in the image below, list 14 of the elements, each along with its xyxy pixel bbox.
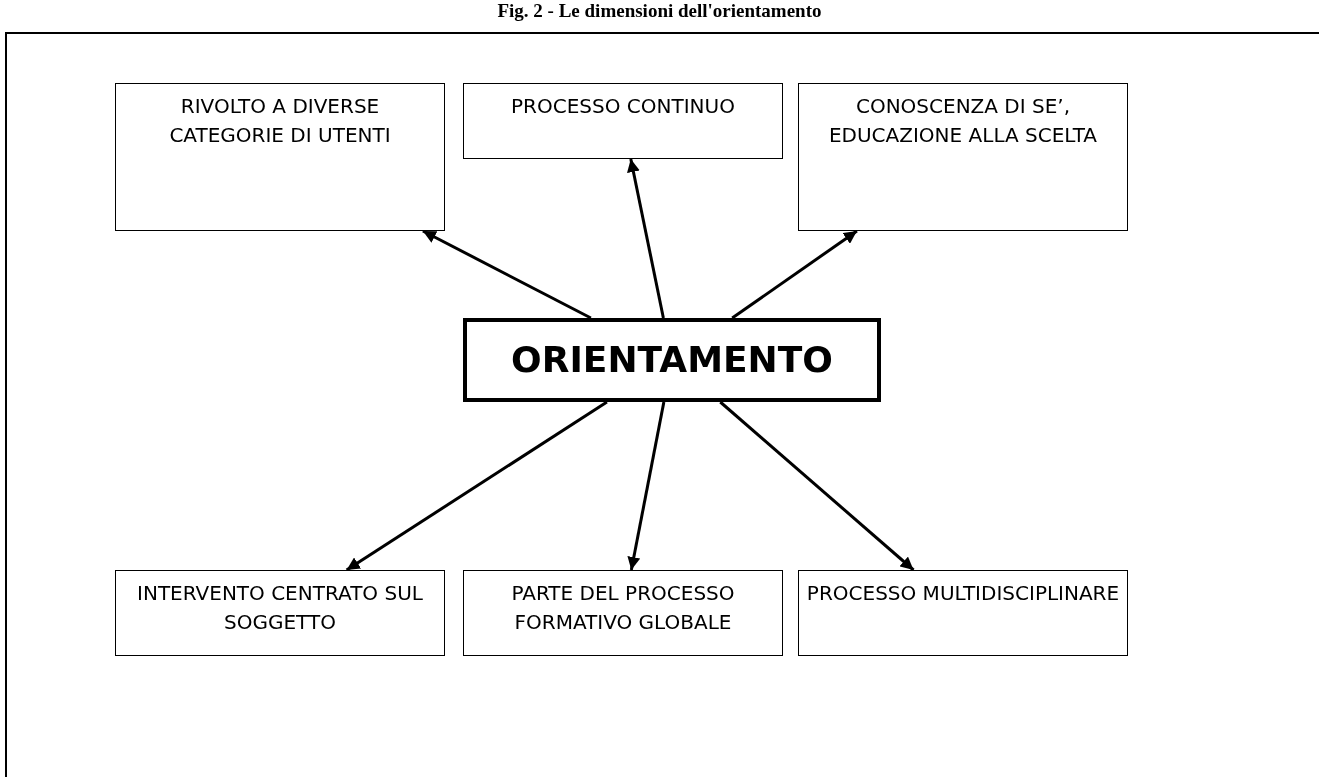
- arrow: [719, 400, 915, 572]
- figure-title: Fig. 2 - Le dimensioni dell'orientamento: [496, 0, 823, 22]
- arrow: [422, 229, 592, 320]
- concept-box: PROCESSO CONTINUO: [463, 83, 783, 159]
- concept-box: CONOSCENZA DI SE’, EDUCAZIONE ALLA SCELTA: [798, 83, 1128, 231]
- concept-box: INTERVENTO CENTRATO SUL SOGGETTO: [115, 570, 445, 656]
- concept-box: RIVOLTO A DIVERSE CATEGORIE DI UTENTI: [115, 83, 445, 231]
- arrow: [345, 400, 608, 572]
- arrow: [627, 158, 665, 319]
- arrow: [731, 229, 858, 320]
- arrow: [627, 401, 666, 571]
- concept-box: PARTE DEL PROCESSO FORMATIVO GLOBALE: [463, 570, 783, 656]
- concept-box: PROCESSO MULTIDISCIPLINARE: [798, 570, 1128, 656]
- central-concept-box: ORIENTAMENTO: [463, 318, 881, 402]
